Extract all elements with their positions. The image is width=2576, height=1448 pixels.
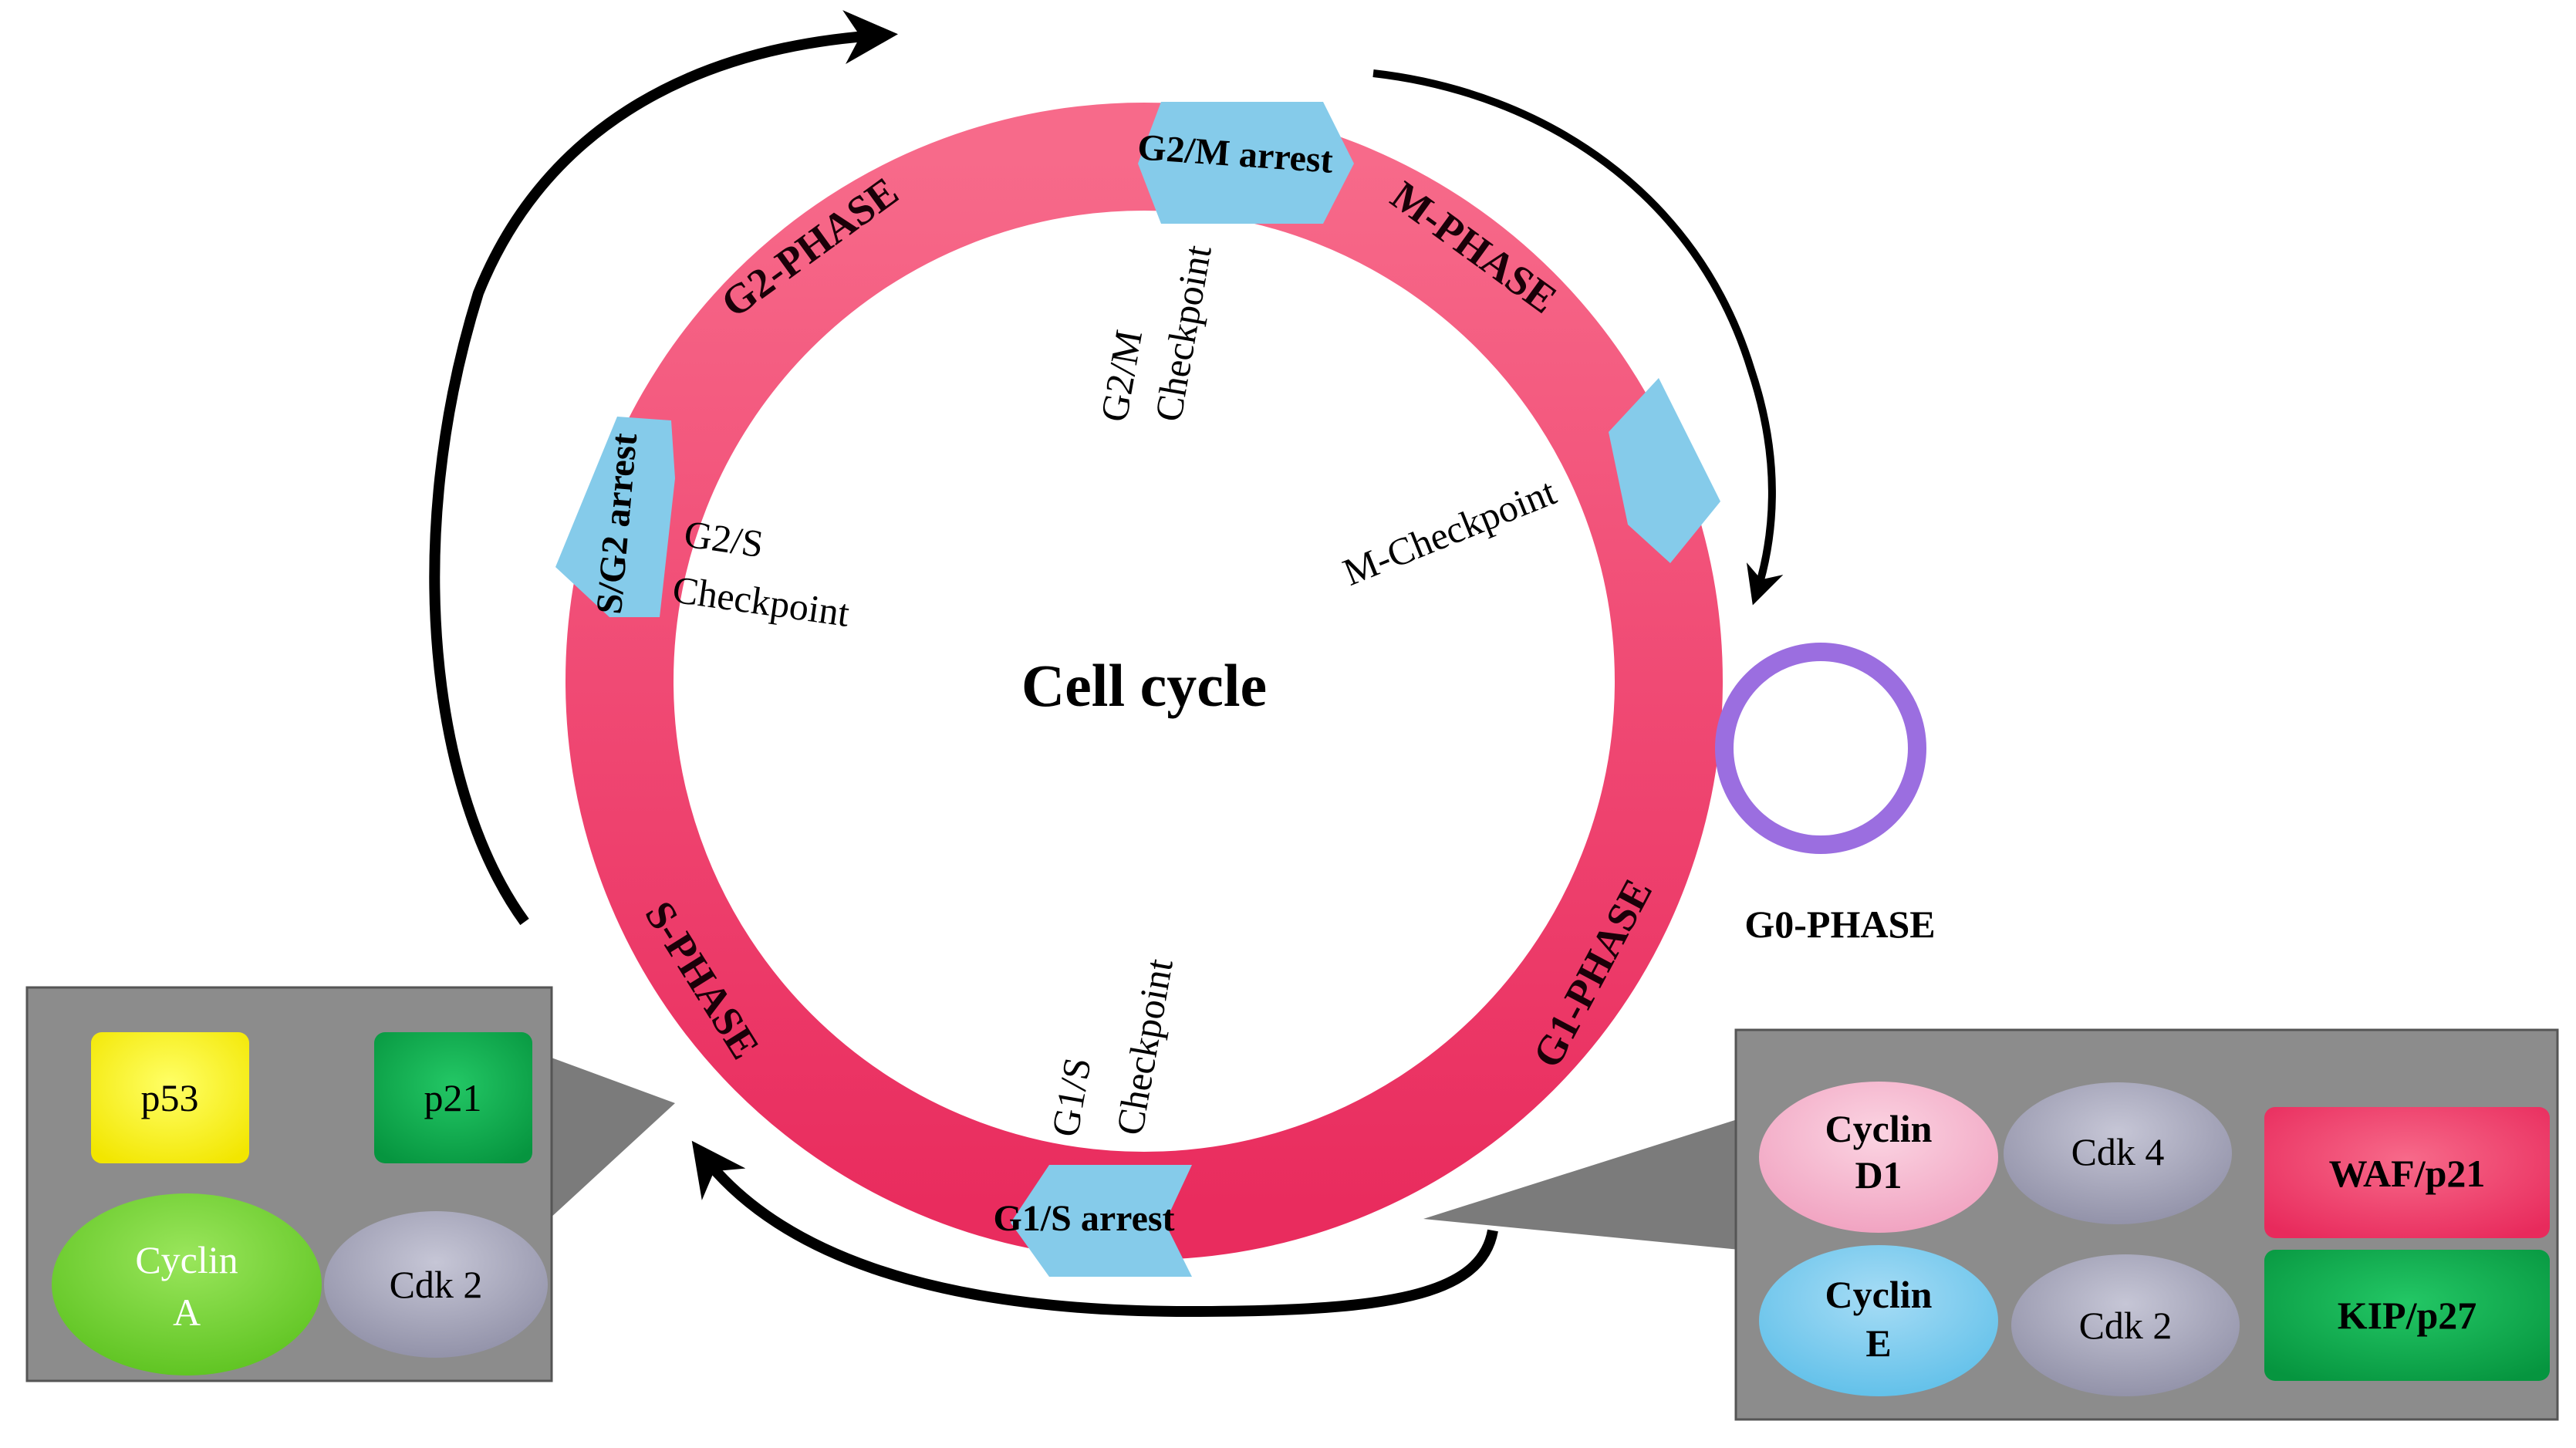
p53-label: p53: [141, 1076, 199, 1119]
cdk4-label: Cdk 4: [2071, 1130, 2165, 1173]
cyclin-d1-label-line2: D1: [1855, 1153, 1902, 1197]
cyclin-a-label-line1: Cyclin: [135, 1238, 238, 1281]
g2m-checkpoint-line2: Checkpoint: [1146, 242, 1220, 425]
g1s-checkpoint-line2: Checkpoint: [1108, 956, 1181, 1139]
cdk2-right-label: Cdk 2: [2079, 1304, 2173, 1347]
m-checkpoint-label: M-Checkpoint: [1337, 470, 1561, 594]
g1s-arrest-band: [1011, 1165, 1192, 1277]
waf-p21-label: WAF/p21: [2329, 1152, 2486, 1195]
waf-p21-box: [2264, 1107, 2550, 1238]
cdk4-ellipse: [2004, 1082, 2232, 1224]
p53-box: [91, 1032, 249, 1163]
g1s-checkpoint-line1: G1/S: [1043, 1055, 1099, 1140]
g0-ring: [1715, 643, 1926, 854]
arrow-g1-to-s: [691, 1140, 1498, 1318]
cyclin-e-label-line2: E: [1865, 1321, 1891, 1365]
g2s-checkpoint-line1: G2/S: [681, 511, 766, 565]
g0-phase-label: G0-PHASE: [1744, 903, 1935, 946]
cdk2-left-label: Cdk 2: [390, 1263, 483, 1306]
diagram-title: Cell cycle: [1021, 652, 1267, 719]
cyclin-e-label-line1: Cyclin: [1825, 1273, 1933, 1316]
sg2-arrest-band: [555, 417, 675, 617]
cyclin-a-ellipse: [52, 1193, 322, 1375]
arrow-m-to-g1: [1372, 69, 1784, 606]
p21-box: [374, 1032, 532, 1163]
cdk2-left-ellipse: [324, 1211, 548, 1358]
kip-p27-label: KIP/p27: [2338, 1294, 2477, 1337]
arrow-s-to-g2: [429, 10, 898, 926]
cyclin-e-ellipse: [1759, 1245, 1998, 1396]
m-checkpoint-band: [1609, 378, 1720, 563]
right-box-callout: [1423, 1119, 1740, 1250]
left-box-callout: [549, 1057, 675, 1219]
g2m-arrest-band: [1138, 102, 1354, 224]
cyclin-a-label-line2: A: [173, 1291, 201, 1334]
g1s-arrest-label: G1/S arrest: [993, 1198, 1174, 1239]
cyclin-d1-ellipse: [1759, 1082, 1998, 1233]
g2s-checkpoint-line2: Checkpoint: [670, 567, 852, 635]
cdk2-right-ellipse: [2011, 1254, 2240, 1396]
kip-p27-box: [2264, 1250, 2550, 1381]
cyclin-d1-label-line1: Cyclin: [1825, 1107, 1933, 1150]
g2m-checkpoint-line1: G2/M: [1092, 326, 1150, 424]
p21-label: p21: [424, 1076, 482, 1119]
